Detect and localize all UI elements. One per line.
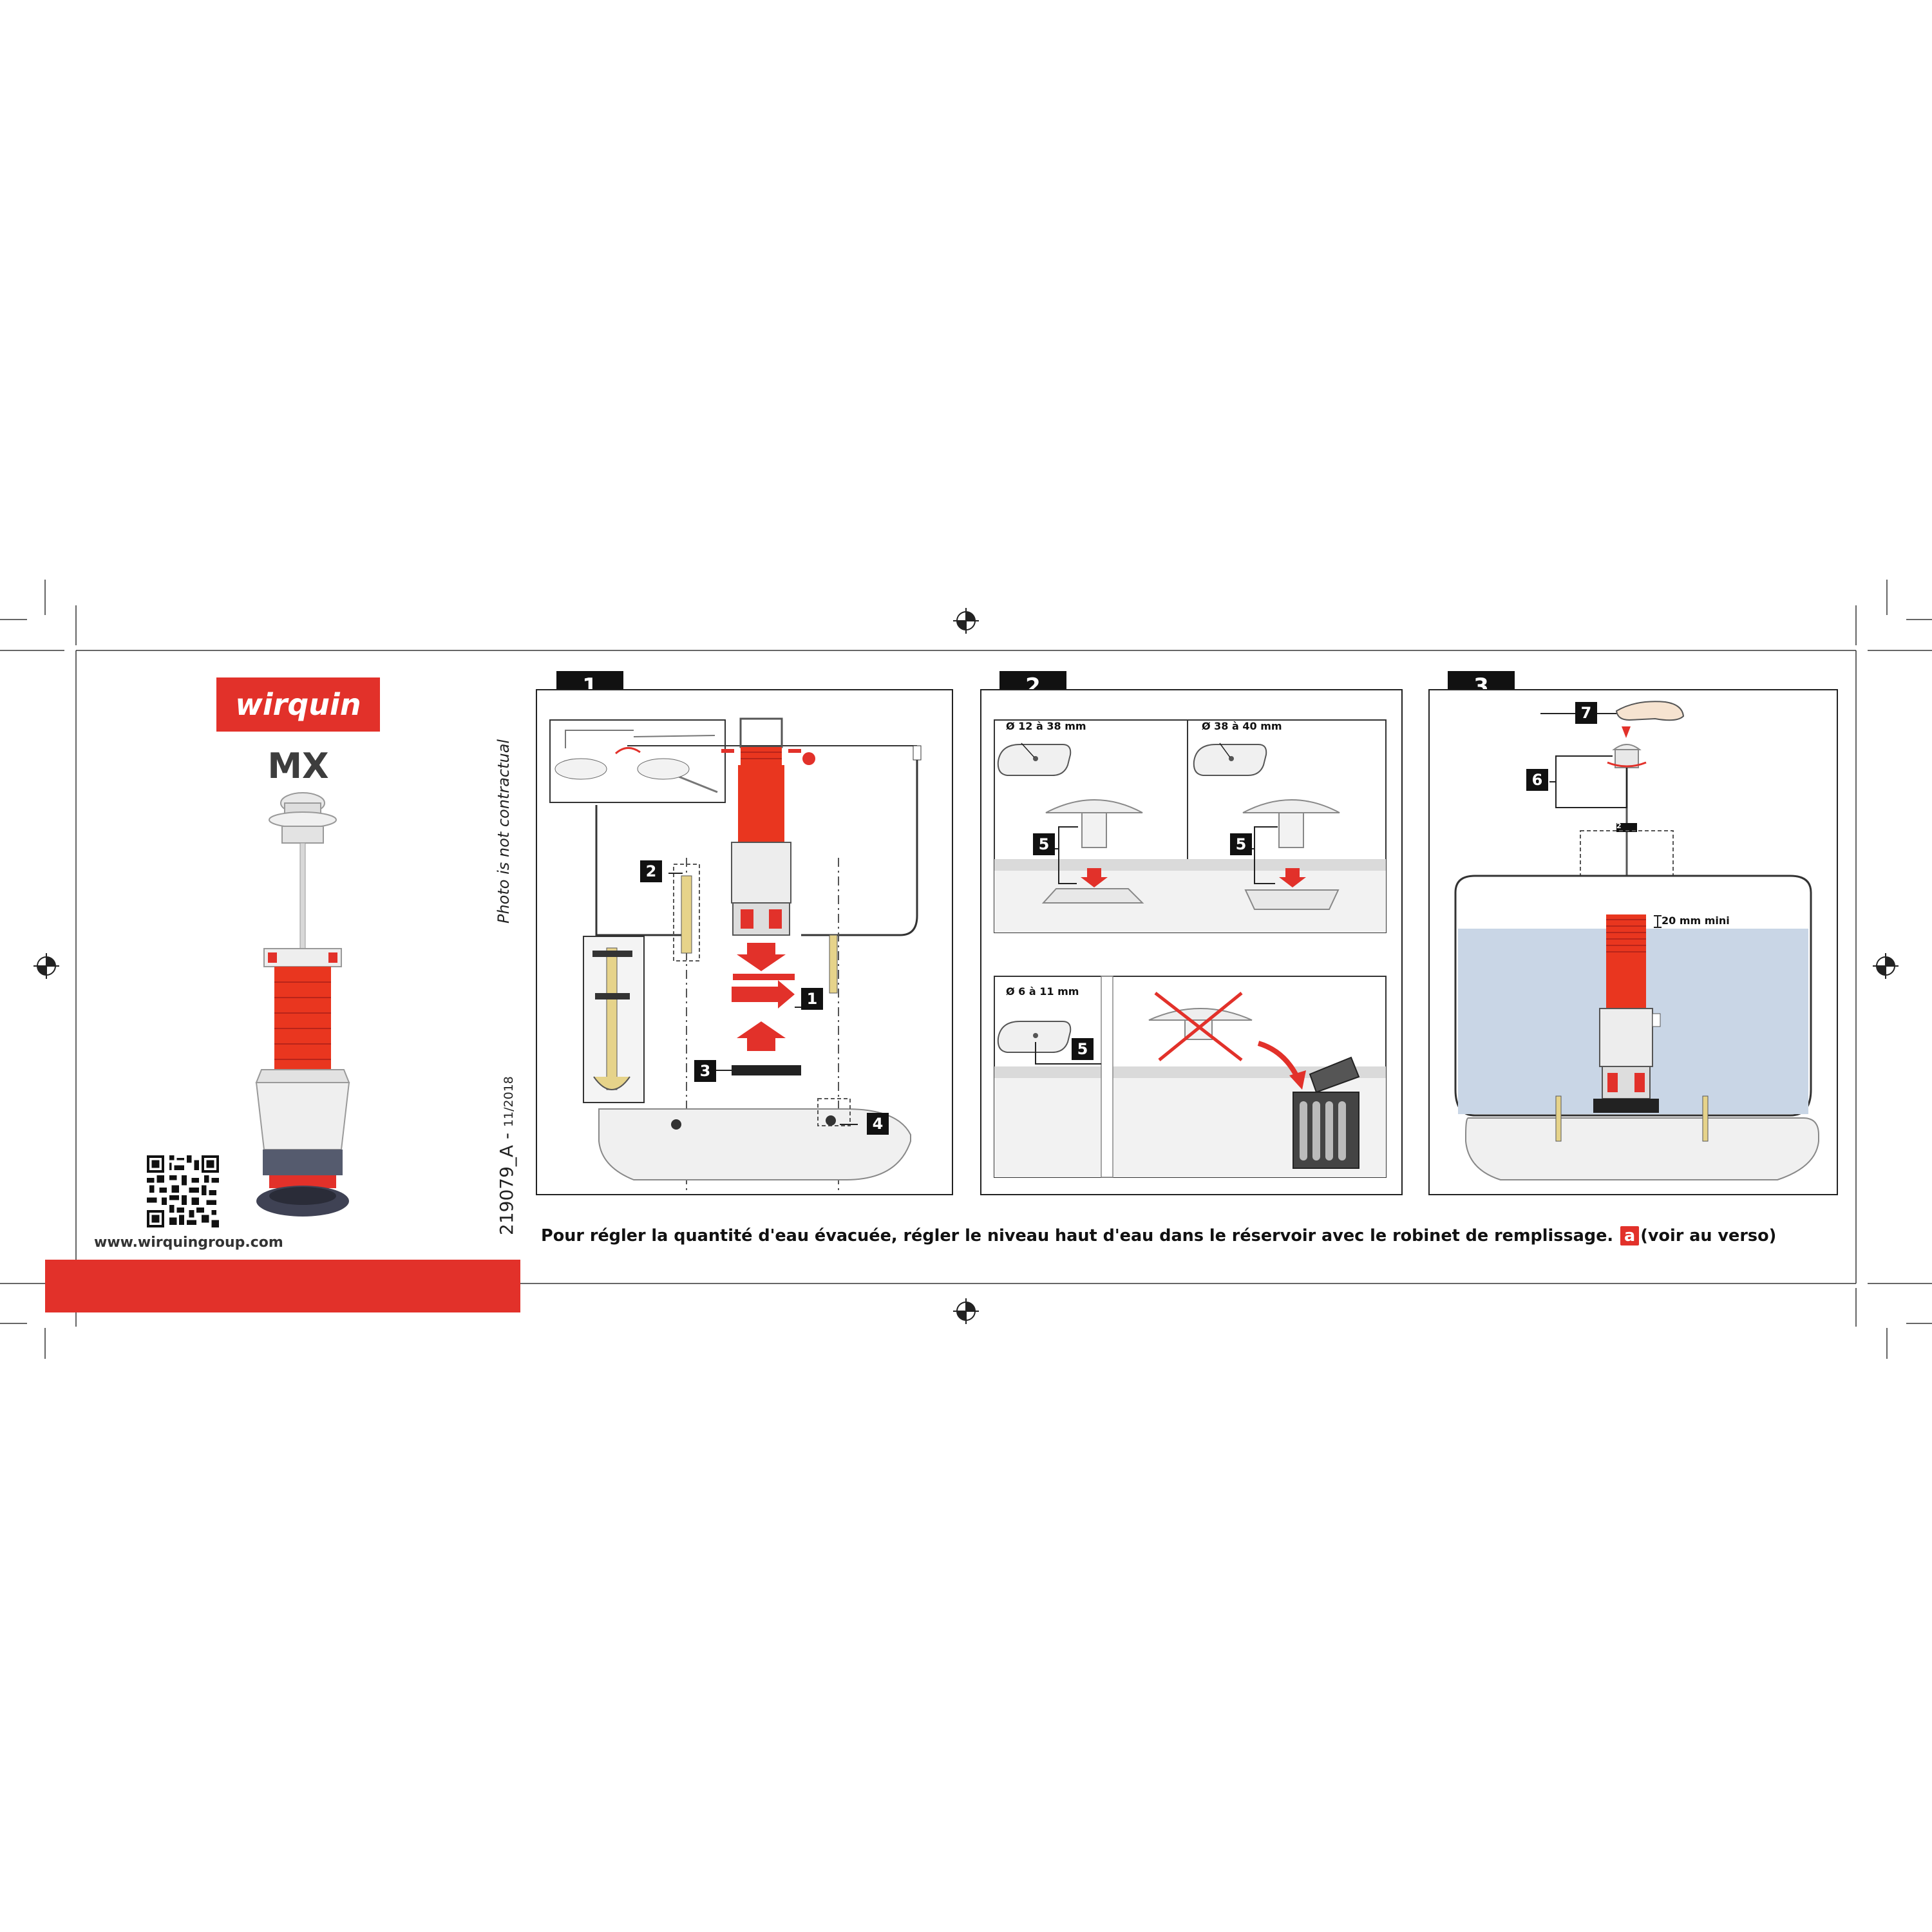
callout-5a: 5	[1033, 833, 1055, 855]
callout-5b: 5	[1230, 833, 1252, 855]
callout-2-small: 2	[1616, 822, 1622, 830]
step-3-illustration	[1454, 701, 1819, 1180]
callout-2: 2	[640, 860, 662, 882]
website-url[interactable]: www.wirquingroup.com	[94, 1235, 283, 1251]
step-1-illustration	[549, 717, 922, 1199]
document-date: 11/2018	[502, 1076, 516, 1128]
callout-3: 3	[694, 1060, 716, 1082]
callout-5c: 5	[1072, 1038, 1094, 1060]
instruction-text: Pour régler la quantité d'eau évacuée, r…	[541, 1226, 1614, 1245]
dimension-label: 20 mm mini	[1662, 914, 1730, 927]
product-name: MX	[267, 746, 329, 786]
photo-disclaimer: Photo is not contractual	[495, 739, 513, 923]
instruction-badge: a	[1620, 1226, 1640, 1245]
callout-7: 7	[1575, 702, 1597, 724]
step-2-illustration	[994, 719, 1387, 1178]
brand-logo-text: wirquin	[235, 687, 361, 722]
instruction-suffix: (voir au verso)	[1640, 1226, 1777, 1245]
callout-4: 4	[867, 1113, 889, 1135]
callout-6: 6	[1526, 769, 1548, 791]
document-code-main: 219079_A -	[496, 1132, 517, 1235]
diameter-label-3: Ø 6 à 11 mm	[1006, 985, 1079, 998]
step-1-panel	[536, 689, 953, 1199]
brand-logo: wirquin	[216, 677, 380, 732]
step-3-panel	[1428, 689, 1838, 1195]
step-2-panel	[980, 689, 1403, 1195]
qr-code[interactable]	[147, 1155, 219, 1227]
document-code: 219079_A - 11/2018	[496, 1076, 517, 1235]
callout-1: 1	[801, 988, 823, 1010]
diameter-label-2: Ø 38 à 40 mm	[1202, 720, 1282, 732]
red-footer-bar	[45, 1260, 520, 1312]
product-illustration	[255, 792, 350, 1217]
diameter-label-1: Ø 12 à 38 mm	[1006, 720, 1086, 732]
adjustment-instruction: Pour régler la quantité d'eau évacuée, r…	[541, 1226, 1776, 1245]
